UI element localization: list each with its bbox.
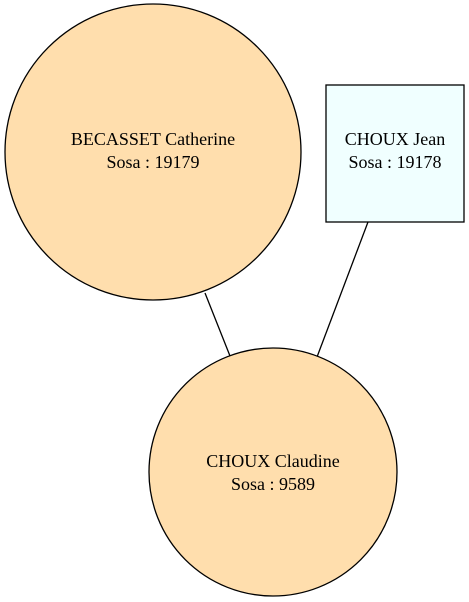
node-choux-claudine-name: CHOUX Claudine	[206, 451, 340, 471]
node-choux-claudine-shape	[148, 347, 398, 597]
node-choux-jean-name: CHOUX Jean	[345, 129, 446, 149]
edge-jean-to-claudine	[316, 221, 369, 358]
node-choux-jean[interactable]: CHOUX Jean Sosa : 19178	[325, 84, 465, 223]
node-choux-jean-sosa: Sosa : 19178	[348, 152, 441, 172]
node-choux-claudine[interactable]: CHOUX Claudine Sosa : 9589	[148, 347, 398, 597]
node-becasset-catherine-shape	[4, 3, 302, 301]
node-becasset-catherine-sosa: Sosa : 19179	[106, 152, 199, 172]
edge-becasset-to-claudine	[204, 292, 231, 357]
node-choux-claudine-sosa: Sosa : 9589	[231, 474, 315, 494]
node-becasset-catherine[interactable]: BECASSET Catherine Sosa : 19179	[4, 3, 302, 301]
node-becasset-catherine-name: BECASSET Catherine	[71, 129, 235, 149]
node-choux-jean-shape	[325, 84, 465, 223]
